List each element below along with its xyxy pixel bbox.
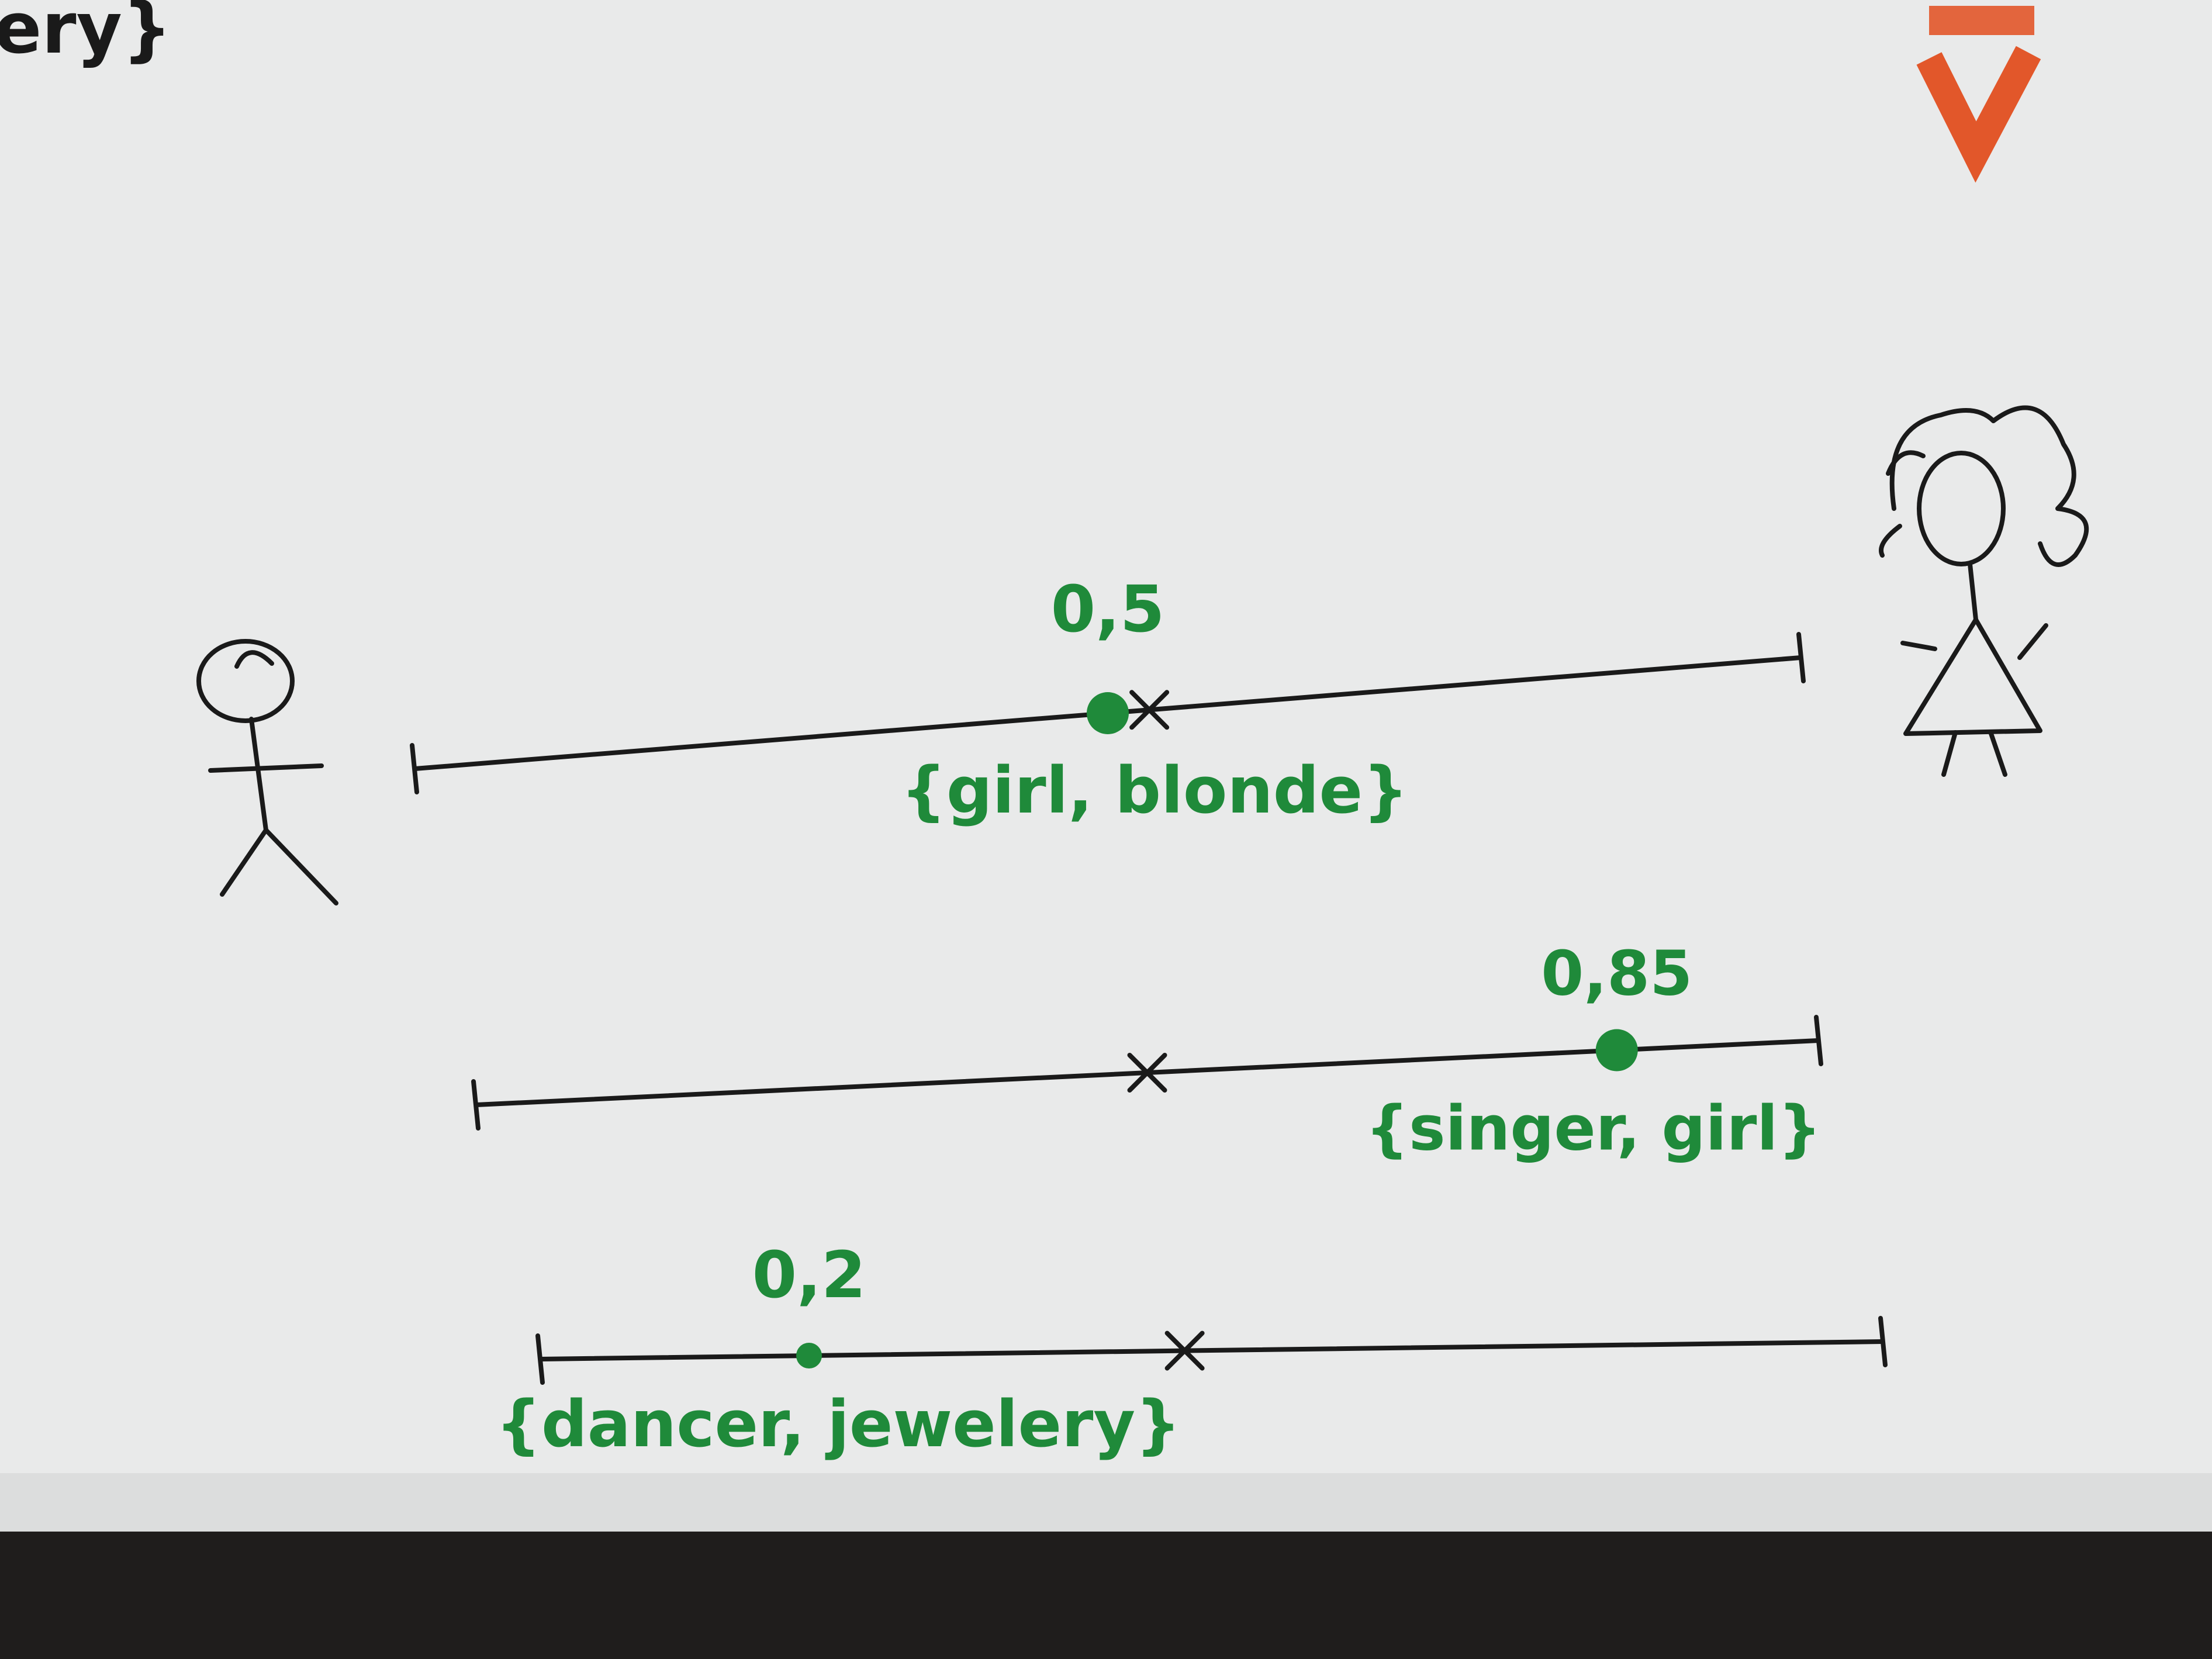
value-point — [796, 1343, 822, 1368]
value-point — [1087, 692, 1129, 734]
midpoint-cross-b — [1164, 1330, 1205, 1371]
stick-figure-boy-icon — [196, 639, 338, 905]
value-point — [1595, 1029, 1638, 1072]
midpoint-cross-b — [1129, 690, 1170, 730]
paper-bottom-shade — [0, 1473, 2212, 1532]
scale-left-tick — [471, 1079, 481, 1131]
scale-right-tick — [1878, 1316, 1888, 1367]
scale-right-tick — [1814, 1015, 1823, 1066]
value-label: 0,5 — [1051, 572, 1165, 647]
value-label: 0,2 — [752, 1238, 866, 1312]
scales-group: 0,5 {girl, blonde} 0,85 {singer, girl} 0,2 {d… — [410, 572, 1888, 1461]
set-label: {singer, girl} — [1365, 1093, 1822, 1164]
corner-handwriting: ery} — [0, 0, 172, 70]
orange-mark-icon — [1916, 6, 2041, 183]
scale-left-tick — [410, 743, 419, 794]
scale-line — [538, 1339, 1885, 1361]
value-label: 0,85 — [1541, 938, 1692, 1010]
scale-2: 0,85 {singer, girl} — [471, 938, 1823, 1164]
scale-right-tick — [1796, 632, 1806, 683]
scale-3: 0,2 {dancer, jewelery} — [496, 1238, 1888, 1461]
set-label: {girl, blonde} — [901, 753, 1409, 828]
set-label: {dancer, jewelery} — [496, 1387, 1181, 1461]
paper-sheet — [0, 0, 2212, 1532]
stick-figure-girl-icon — [1879, 405, 2089, 777]
scale-left-tick — [535, 1333, 545, 1385]
scale-1: 0,5 {girl, blonde} — [410, 572, 1806, 828]
midpoint-cross-b — [1127, 1053, 1167, 1093]
